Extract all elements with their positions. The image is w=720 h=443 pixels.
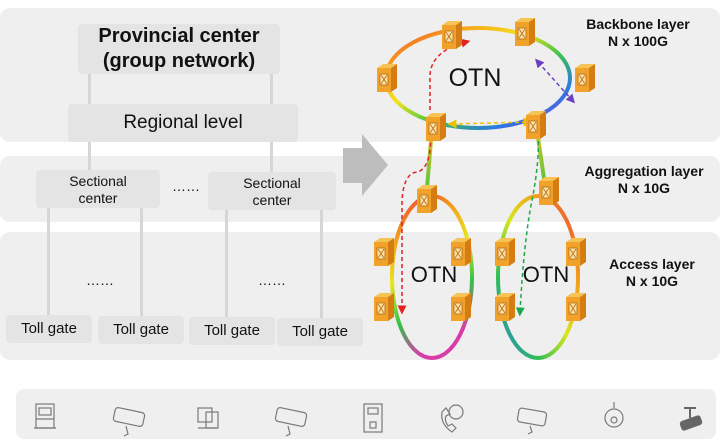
ring-label-access-left: OTN: [410, 262, 458, 287]
provincial-center-box: Provincial center (group network): [78, 24, 280, 74]
sectional-center-sublabel: center: [252, 192, 292, 208]
otn-node: [373, 292, 395, 322]
layer-title: Backbone layer: [586, 16, 690, 32]
regional-level-label: Regional level: [123, 112, 243, 133]
provincial-center-label: Provincial center: [98, 25, 260, 47]
sectional-center-b: Sectional center: [208, 172, 336, 210]
ellipsis-sectional: ……: [172, 178, 200, 194]
otn-node: [574, 63, 596, 93]
ring-label-backbone: OTN: [448, 64, 502, 92]
otn-node: [494, 292, 516, 322]
toll-gate-box: Toll gate: [6, 315, 92, 343]
layer-capacity: N x 10G: [625, 273, 679, 289]
sectional-center-label: Sectional: [243, 175, 301, 191]
toll-gate-label: Toll gate: [292, 323, 348, 340]
device-bar: [16, 389, 716, 439]
regional-level-box: Regional level: [68, 104, 298, 142]
provincial-center-sublabel: (group network): [102, 50, 256, 72]
access-layer-label: Access layer N x 10G: [602, 256, 702, 290]
sectional-center-a: Sectional center: [36, 170, 160, 208]
connector-line: [140, 208, 143, 320]
toll-gate-box: Toll gate: [189, 317, 275, 345]
toll-gate-label: Toll gate: [113, 321, 169, 338]
toll-gate-box: Toll gate: [277, 318, 363, 346]
sectional-center-sublabel: center: [78, 190, 118, 206]
connector-line: [320, 208, 323, 320]
traffic-path-green: [515, 129, 540, 317]
toll-gate-box: Toll gate: [98, 316, 184, 344]
connector-line: [47, 208, 50, 320]
otn-node: [514, 17, 536, 47]
backbone-layer-label: Backbone layer N x 100G: [578, 16, 698, 50]
access-ring-right: [496, 194, 580, 360]
otn-node: [525, 110, 547, 140]
otn-node: [373, 237, 395, 267]
toll-gate-label: Toll gate: [204, 322, 260, 339]
ring-label-access-right: OTN: [522, 262, 570, 287]
flow-arrow: [343, 134, 388, 196]
ellipsis-access-b: ……: [258, 272, 286, 288]
sectional-center-label: Sectional: [69, 173, 127, 189]
layer-capacity: N x 100G: [608, 33, 668, 49]
traffic-path-red: [397, 129, 433, 315]
ellipsis-access-a: ……: [86, 272, 114, 288]
layer-title: Aggregation layer: [584, 163, 704, 179]
traffic-path-yellow: [447, 117, 533, 129]
layer-title: Access layer: [609, 256, 695, 272]
aggregation-layer-label: Aggregation layer N x 10G: [570, 163, 718, 197]
otn-node: [450, 292, 472, 322]
otn-node: [376, 63, 398, 93]
connector-line: [225, 208, 228, 320]
toll-gate-label: Toll gate: [21, 320, 77, 337]
otn-node: [416, 184, 438, 214]
otn-node: [441, 20, 463, 50]
otn-node: [538, 176, 560, 206]
traffic-path-purple: [534, 58, 576, 104]
otn-node: [565, 292, 587, 322]
layer-capacity: N x 10G: [617, 180, 671, 196]
otn-node: [425, 112, 447, 142]
